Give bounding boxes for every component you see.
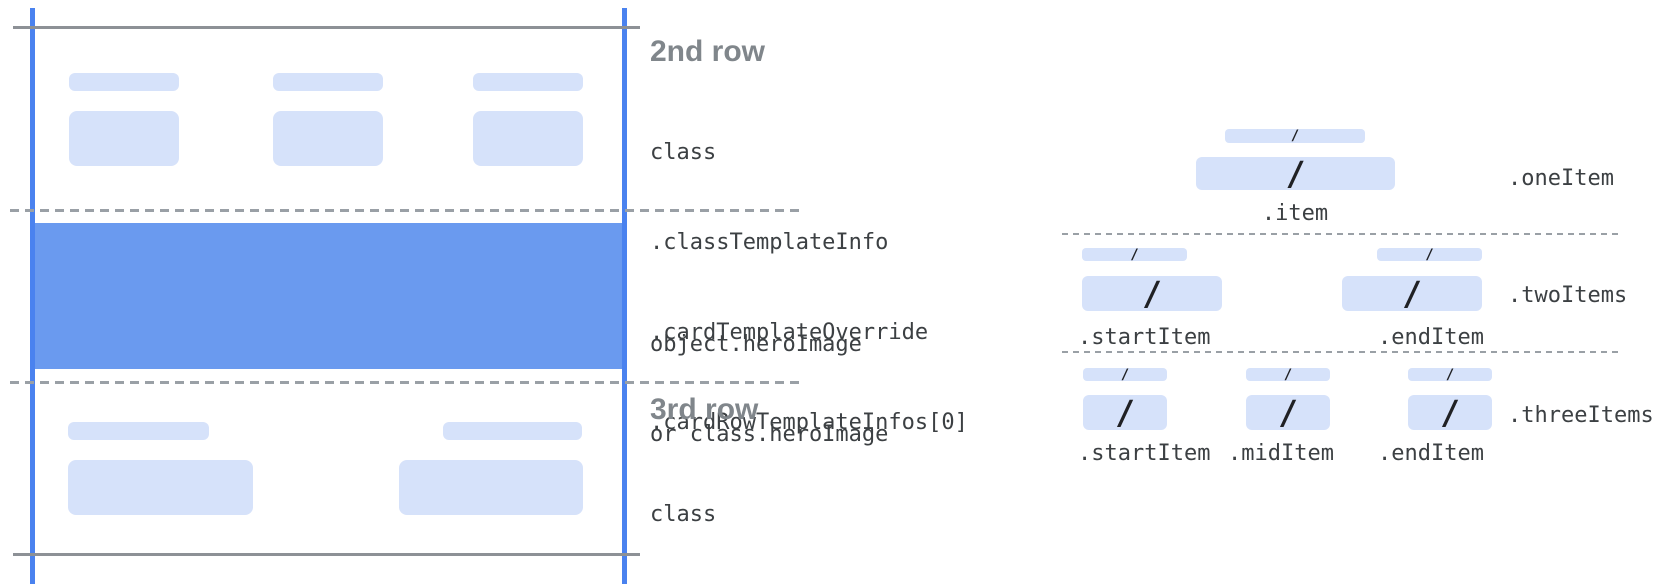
row3-right-value-placeholder [399, 460, 583, 515]
row3-divider-dashed-line [10, 381, 800, 384]
item-label: .item [1261, 201, 1329, 226]
one-item-large-bar: / [1196, 154, 1395, 193]
layout-divider-dashed-line [1062, 351, 1623, 353]
slash-glyph: / [1283, 366, 1293, 383]
row2-col3-value-placeholder [473, 111, 583, 166]
row2-col1-value-placeholder [69, 111, 179, 166]
slash-glyph: / [1425, 246, 1434, 263]
slash-glyph: / [1115, 393, 1135, 432]
row3-left-label-placeholder [68, 422, 209, 440]
slash-glyph: / [1142, 274, 1162, 313]
row3-left-value-placeholder [68, 460, 253, 515]
slash-glyph: / [1445, 366, 1455, 383]
slash-glyph: / [1290, 128, 1300, 144]
row2-heading: 2nd row [650, 35, 766, 68]
start-item-small-bar: / [1082, 246, 1187, 263]
left-guide-line [30, 8, 35, 584]
code-line: .cardRowTemplateInfos[0] [650, 410, 968, 435]
slash-glyph: / [1120, 366, 1130, 383]
slash-glyph: / [1285, 154, 1306, 193]
right-guide-line [622, 8, 627, 584]
two-items-row-label: .twoItems [1508, 283, 1628, 308]
card-top-edge-line [13, 26, 640, 29]
end-item-label: .endItem [1378, 441, 1484, 466]
one-item-small-bar: / [1225, 128, 1365, 144]
row2-col3-label-placeholder [473, 73, 583, 91]
end-item-label: .endItem [1378, 325, 1484, 350]
one-item-row-label: .oneItem [1508, 166, 1614, 191]
slash-glyph: / [1130, 246, 1139, 263]
hero-image-band [35, 223, 622, 369]
row2-divider-dashed-line [10, 209, 800, 212]
mid-item-label: .midItem [1228, 441, 1334, 466]
start-item-label: .startItem [1078, 325, 1211, 350]
slash-glyph: / [1402, 274, 1422, 313]
start-item-large-bar: / [1083, 393, 1167, 432]
code-line: class [650, 140, 717, 165]
code-line: object.heroImage [650, 332, 862, 357]
slash-glyph: / [1440, 393, 1460, 432]
hero-code-block: object.heroImage or class.heroImage [650, 270, 888, 510]
mid-item-large-bar: / [1246, 393, 1330, 432]
code-line: .cardTemplateOverride [650, 320, 929, 345]
start-item-small-bar: / [1083, 366, 1167, 383]
row3-right-label-placeholder [443, 422, 582, 440]
mid-item-small-bar: / [1246, 366, 1330, 383]
end-item-small-bar: / [1408, 366, 1492, 383]
row2-col2-label-placeholder [273, 73, 383, 91]
end-item-large-bar: / [1408, 393, 1492, 432]
row3-heading: 3rd row [650, 393, 759, 426]
three-items-row-label: .threeItems [1508, 403, 1654, 428]
row2-code-block: class .classTemplateInfo .cardTemplateOv… [650, 78, 968, 498]
code-line: .classTemplateInfo [650, 230, 889, 255]
layout-divider-dashed-line [1062, 233, 1623, 235]
row2-col2-value-placeholder [273, 111, 383, 166]
end-item-small-bar: / [1377, 246, 1482, 263]
row2-col1-label-placeholder [69, 73, 179, 91]
code-line: class [650, 502, 717, 527]
start-item-label: .startItem [1078, 441, 1211, 466]
row3-code-block: class .classTemplateInfo .cardTemplateOv… [650, 440, 968, 584]
code-line: or class.heroImage [650, 422, 889, 447]
card-bottom-edge-line [13, 553, 640, 556]
end-item-large-bar: / [1342, 274, 1482, 313]
start-item-large-bar: / [1082, 274, 1222, 313]
slash-glyph: / [1278, 393, 1298, 432]
